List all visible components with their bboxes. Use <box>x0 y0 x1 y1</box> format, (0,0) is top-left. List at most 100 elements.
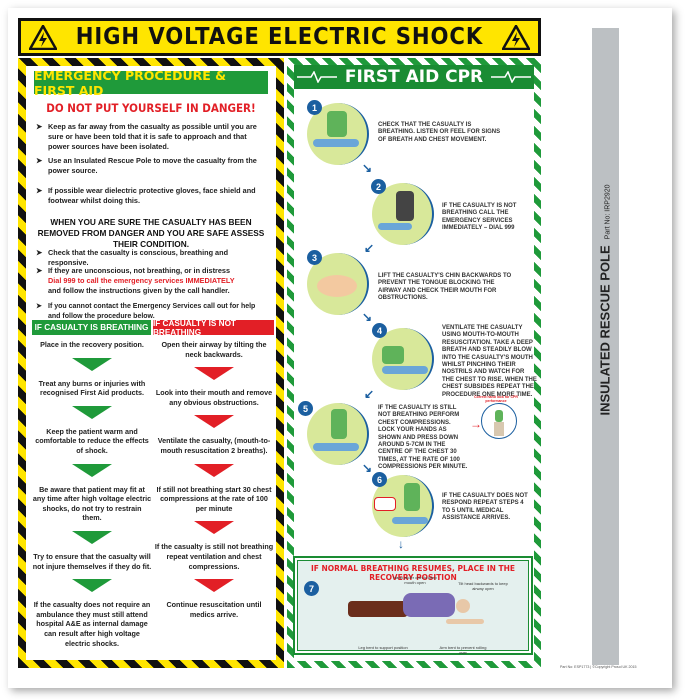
pole-label: INSULATED RESCUE POLE Part No: IRP2920 <box>598 184 613 415</box>
casualty-figure <box>392 517 428 524</box>
breathing-step: Treat any burns or injuries with recogni… <box>38 378 146 398</box>
gloved-hands-icon <box>495 410 503 422</box>
insulated-rescue-pole-panel <box>592 28 619 665</box>
bullet-item: If possible wear dielectric protective g… <box>36 186 268 206</box>
pole-title: INSULATED RESCUE POLE <box>597 245 613 416</box>
breathing-column-header: IF CASUALTY IS BREATHING <box>32 320 151 335</box>
head-figure <box>456 599 470 613</box>
hand-lock-note: Correct hand lock for CPR performance <box>474 395 518 403</box>
step-illustration <box>372 328 434 390</box>
copyright-footer: Part No: ESP1773 | ©Copyright Prosol UK … <box>560 665 637 669</box>
not-breathing-step: Continue resuscitation until medics arri… <box>166 600 262 619</box>
dial-999-text: Dial 999 to call the emergency services … <box>48 276 235 285</box>
arms-figure <box>494 422 504 436</box>
rescuer-figure <box>327 111 347 137</box>
high-voltage-warning-icon <box>502 25 530 50</box>
rescuer-figure <box>382 346 404 364</box>
right-arrow-icon: → <box>470 417 482 431</box>
bullet-text: If they are unconscious, not breathing, … <box>48 266 231 275</box>
down-arrow-icon <box>194 415 234 429</box>
recovery-title: IF NORMAL BREATHING RESUMES, PLACE IN TH… <box>310 564 516 582</box>
down-arrow-icon: ↘ <box>362 161 373 175</box>
annotation-label: Hand under chin to keep mouth open <box>393 575 437 585</box>
step-text: If the casualty is still not breathing p… <box>378 405 468 471</box>
down-arrow-icon: ↓ <box>398 537 404 551</box>
not-breathing-step: Look into their mouth and remove any obv… <box>155 388 273 407</box>
step-text: Lift the casualty's chin backwards to pr… <box>378 273 512 302</box>
breathing-steps: Place in the recovery position. Treat an… <box>32 340 152 648</box>
bullet-item: If you cannot contact the Emergency Serv… <box>36 302 268 322</box>
breathing-step: Be aware that patient may fit at any tim… <box>32 484 152 523</box>
step-number: 4 <box>372 323 387 338</box>
down-arrow-icon: ↙ <box>364 387 375 401</box>
step-number: 6 <box>372 472 387 487</box>
step-text: Check that the casualty is breathing. Li… <box>378 122 501 143</box>
not-breathing-step: If the casualty is still not breathing r… <box>154 542 274 571</box>
step-number: 1 <box>307 100 322 115</box>
annotation-label: Tilt head backwards to keep airway open <box>458 581 508 591</box>
phone-icon <box>396 191 414 221</box>
bullet-item: Keep as far away from the casualty as po… <box>36 122 268 152</box>
not-breathing-steps: Open their airway by tilting the neck ba… <box>154 340 274 619</box>
step-number: 2 <box>371 179 386 194</box>
casualty-figure <box>313 443 359 451</box>
breathing-step: If the casualty does not require an ambu… <box>33 600 151 648</box>
bullet-item: Use an Insulated Rescue Pole to move the… <box>36 156 268 176</box>
down-arrow-icon <box>194 367 234 381</box>
breathing-step: Keep the patient warm and comfortable to… <box>35 426 149 455</box>
annotation-label: Leg bent to support position <box>358 645 408 650</box>
first-aid-cpr-panel: FIRST AID CPR 1 Check that the casualty … <box>287 58 541 668</box>
casualty-figure <box>378 223 412 230</box>
poster-header: HIGH VOLTAGE ELECTRIC SHOCK <box>18 18 541 56</box>
section-title: EMERGENCY PROCEDURE & FIRST AID <box>34 68 268 98</box>
step-text: Ventilate the casualty using mouth-to-mo… <box>442 325 537 398</box>
recovery-position-box: IF NORMAL BREATHING RESUMES, PLACE IN TH… <box>293 556 533 655</box>
cpr-title: FIRST AID CPR <box>344 67 484 87</box>
down-arrow-icon <box>194 521 234 535</box>
step-text: If the casualty is not breathing call th… <box>442 203 517 232</box>
ambulance-icon <box>374 497 396 511</box>
not-breathing-step: If still not breathing start 30 chest co… <box>156 484 272 513</box>
rescuer-figure <box>404 483 420 511</box>
step-number: 5 <box>298 401 313 416</box>
bullet-text: and follow the instructions given by the… <box>48 286 230 295</box>
step-number: 3 <box>307 250 322 265</box>
heartbeat-icon <box>491 71 532 83</box>
high-voltage-warning-icon <box>29 25 57 50</box>
poster-title: HIGH VOLTAGE ELECTRIC SHOCK <box>75 24 484 50</box>
down-arrow-icon: ↘ <box>362 461 373 475</box>
down-arrow-icon <box>72 530 112 544</box>
not-breathing-step: Ventilate the casualty, (mouth-to-mouth … <box>157 436 271 455</box>
section-title: FIRST AID CPR <box>294 65 534 89</box>
casualty-head-figure <box>317 275 357 297</box>
bullet-item: Check that the casualty is conscious, br… <box>36 248 268 268</box>
breathing-step: Place in the recovery position. <box>40 340 144 349</box>
breathing-step: Try to ensure that the casualty will not… <box>32 551 152 571</box>
down-arrow-icon <box>194 463 234 477</box>
legs-figure <box>348 601 408 617</box>
down-arrow-icon <box>72 579 112 593</box>
step-illustration <box>372 183 434 245</box>
arm-figure <box>446 619 484 624</box>
not-breathing-step: Open their airway by tilting the neck ba… <box>161 340 267 359</box>
down-arrow-icon <box>72 463 112 477</box>
down-arrow-icon <box>72 357 112 371</box>
step-number: 7 <box>304 581 319 596</box>
down-arrow-icon <box>194 579 234 593</box>
heartbeat-icon <box>296 71 337 83</box>
rescuer-figure <box>331 409 347 439</box>
casualty-figure <box>382 366 428 374</box>
casualty-figure <box>313 139 359 147</box>
hand-lock-illustration <box>481 403 517 439</box>
down-arrow-icon <box>72 405 112 419</box>
torso-figure <box>403 593 455 617</box>
bullet-item: If they are unconscious, not breathing, … <box>36 266 268 296</box>
danger-warning: DO NOT PUT YOURSELF IN DANGER! <box>46 101 256 115</box>
emergency-procedure-panel: EMERGENCY PROCEDURE & FIRST AID DO NOT P… <box>18 58 284 668</box>
annotation-label: Arm bent to prevent rolling over <box>439 645 487 655</box>
not-breathing-column-header: IF CASUALTY IS NOT BREATHING <box>153 319 274 337</box>
step-text: If the casualty does not respond repeat … <box>442 493 528 522</box>
assess-heading: WHEN YOU ARE SURE THE CASUALTY HAS BEEN … <box>37 217 265 249</box>
pole-part-number: Part No: IRP2920 <box>604 184 612 240</box>
step-illustration <box>307 403 369 465</box>
